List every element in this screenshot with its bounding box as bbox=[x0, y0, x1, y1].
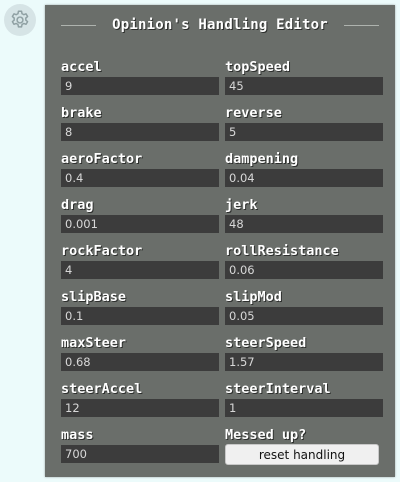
field-label: steerAccel bbox=[61, 381, 143, 397]
header-divider-left bbox=[61, 24, 97, 26]
topspeed-input[interactable] bbox=[225, 77, 383, 95]
field-maxsteer: maxSteer bbox=[61, 335, 219, 371]
field-label: topSpeed bbox=[225, 59, 291, 75]
handling-editor-panel: Opinion's Handling Editor accel topSpeed… bbox=[45, 5, 395, 477]
field-label: slipBase bbox=[61, 289, 127, 305]
field-slipbase: slipBase bbox=[61, 289, 219, 325]
field-label: drag bbox=[61, 197, 94, 213]
steerspeed-input[interactable] bbox=[225, 353, 383, 371]
slipmod-input[interactable] bbox=[225, 307, 383, 325]
field-brake: brake bbox=[61, 105, 219, 141]
field-topspeed: topSpeed bbox=[225, 59, 383, 95]
maxsteer-input[interactable] bbox=[61, 353, 219, 371]
mass-input[interactable] bbox=[61, 445, 219, 463]
settings-button[interactable] bbox=[4, 4, 36, 36]
field-aerofactor: aeroFactor bbox=[61, 151, 219, 187]
field-steerinterval: steerInterval bbox=[225, 381, 383, 417]
field-jerk: jerk bbox=[225, 197, 383, 233]
accel-input[interactable] bbox=[61, 77, 219, 95]
field-steeraccel: steerAccel bbox=[61, 381, 219, 417]
brake-input[interactable] bbox=[61, 123, 219, 141]
rollresistance-input[interactable] bbox=[225, 261, 383, 279]
reset-section: Messed up? bbox=[225, 427, 383, 443]
field-label: steerSpeed bbox=[225, 335, 307, 351]
slipbase-input[interactable] bbox=[61, 307, 219, 325]
field-label: rockFactor bbox=[61, 243, 143, 259]
field-label: slipMod bbox=[225, 289, 282, 305]
panel-title: Opinion's Handling Editor bbox=[112, 17, 328, 33]
steerinterval-input[interactable] bbox=[225, 399, 383, 417]
field-label: rollResistance bbox=[225, 243, 339, 259]
messed-up-label: Messed up? bbox=[225, 427, 307, 443]
field-slipmod: slipMod bbox=[225, 289, 383, 325]
field-accel: accel bbox=[61, 59, 219, 95]
header-divider-right bbox=[343, 24, 379, 26]
rockfactor-input[interactable] bbox=[61, 261, 219, 279]
steeraccel-input[interactable] bbox=[61, 399, 219, 417]
field-label: mass bbox=[61, 427, 94, 443]
aerofactor-input[interactable] bbox=[61, 169, 219, 187]
field-rockfactor: rockFactor bbox=[61, 243, 219, 279]
field-mass: mass bbox=[61, 427, 219, 463]
jerk-input[interactable] bbox=[225, 215, 383, 233]
field-label: accel bbox=[61, 59, 102, 75]
field-drag: drag bbox=[61, 197, 219, 233]
field-label: brake bbox=[61, 105, 102, 121]
reset-handling-button[interactable]: reset handling bbox=[225, 444, 379, 465]
panel-header: Opinion's Handling Editor bbox=[45, 15, 395, 35]
drag-input[interactable] bbox=[61, 215, 219, 233]
field-label: aeroFactor bbox=[61, 151, 143, 167]
field-rollresistance: rollResistance bbox=[225, 243, 383, 279]
field-steerspeed: steerSpeed bbox=[225, 335, 383, 371]
field-label: maxSteer bbox=[61, 335, 127, 351]
field-label: jerk bbox=[225, 197, 258, 213]
field-reverse: reverse bbox=[225, 105, 383, 141]
reverse-input[interactable] bbox=[225, 123, 383, 141]
field-label: reverse bbox=[225, 105, 282, 121]
gear-icon bbox=[11, 10, 29, 28]
field-label: steerInterval bbox=[225, 381, 331, 397]
field-label: dampening bbox=[225, 151, 299, 167]
dampening-input[interactable] bbox=[225, 169, 383, 187]
field-dampening: dampening bbox=[225, 151, 383, 187]
